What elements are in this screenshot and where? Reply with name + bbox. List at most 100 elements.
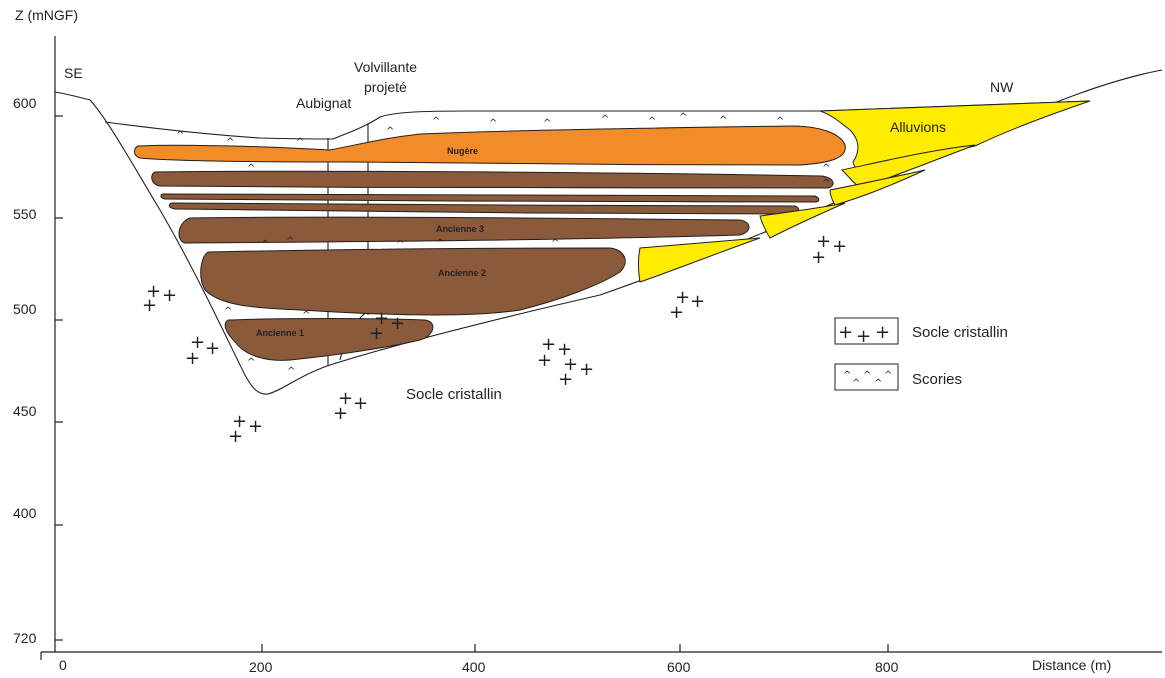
svg-text:^: ^ bbox=[386, 126, 394, 137]
svg-text:+: + bbox=[541, 334, 556, 355]
x-tick-0: 0 bbox=[59, 657, 67, 673]
svg-text:+: + bbox=[205, 338, 220, 359]
unit-label-alluvions: Alluvions bbox=[890, 119, 946, 135]
svg-text:^: ^ bbox=[874, 378, 882, 389]
orientation-se: SE bbox=[64, 65, 83, 81]
svg-text:^: ^ bbox=[296, 137, 304, 148]
svg-text:+: + bbox=[369, 323, 384, 344]
svg-text:^: ^ bbox=[648, 116, 656, 127]
borehole-label-volvillante: Volvillante bbox=[354, 59, 417, 75]
legend-scories-swatch bbox=[834, 363, 899, 391]
svg-text:+: + bbox=[557, 339, 572, 360]
svg-text:+: + bbox=[338, 388, 353, 409]
axes bbox=[40, 36, 1162, 660]
svg-text:^: ^ bbox=[601, 114, 609, 125]
svg-text:^: ^ bbox=[224, 306, 232, 317]
svg-text:+: + bbox=[537, 350, 552, 371]
orientation-nw: NW bbox=[990, 79, 1014, 95]
alluvions-wedge-3 bbox=[759, 202, 846, 239]
svg-text:^: ^ bbox=[261, 239, 269, 250]
svg-text:^: ^ bbox=[489, 118, 497, 129]
unit-ancienne-2 bbox=[200, 247, 626, 316]
borehole-label-projete: projeté bbox=[364, 79, 407, 95]
svg-text:+: + bbox=[185, 348, 200, 369]
legend-socle-label: Socle cristallin bbox=[912, 324, 1008, 341]
svg-text:+: + bbox=[816, 231, 831, 252]
unit-label-ancienne-1: Ancienne 1 bbox=[256, 328, 304, 338]
legend-scories-label: Scories bbox=[912, 371, 962, 388]
svg-text:+: + bbox=[838, 322, 853, 343]
svg-text:^: ^ bbox=[247, 163, 255, 174]
svg-text:^: ^ bbox=[843, 370, 851, 381]
borehole-label-aubignat: Aubignat bbox=[296, 95, 351, 111]
svg-text:^: ^ bbox=[396, 239, 404, 250]
y-tick-720: 720 bbox=[13, 630, 37, 646]
svg-text:+: + bbox=[563, 354, 578, 375]
y-tick-600: 600 bbox=[13, 95, 37, 111]
svg-text:+: + bbox=[875, 322, 890, 343]
unit-ancienne-3 bbox=[178, 216, 750, 244]
svg-text:^: ^ bbox=[679, 112, 687, 123]
svg-text:+: + bbox=[333, 403, 348, 424]
svg-text:+: + bbox=[669, 302, 684, 323]
svg-text:+: + bbox=[558, 369, 573, 390]
svg-text:+: + bbox=[353, 393, 368, 414]
svg-text:^: ^ bbox=[247, 357, 255, 368]
unit-ancienne-band-1 bbox=[151, 170, 834, 189]
svg-text:^: ^ bbox=[719, 115, 727, 126]
svg-text:+: + bbox=[142, 295, 157, 316]
svg-text:^: ^ bbox=[863, 370, 871, 381]
svg-text:+: + bbox=[228, 426, 243, 447]
svg-text:+: + bbox=[856, 326, 871, 347]
svg-text:^: ^ bbox=[176, 130, 184, 141]
y-tick-550: 550 bbox=[13, 206, 37, 222]
legend-socle-swatch bbox=[834, 317, 899, 345]
svg-text:^: ^ bbox=[287, 366, 295, 377]
svg-text:+: + bbox=[374, 308, 389, 329]
unit-label-ancienne-3: Ancienne 3 bbox=[436, 224, 484, 234]
x-axis-label: Distance (m) bbox=[1032, 657, 1111, 673]
x-tick-800: 800 bbox=[875, 659, 899, 675]
svg-text:^: ^ bbox=[286, 236, 294, 247]
unit-label-nugere: Nugère bbox=[447, 146, 478, 156]
svg-text:^: ^ bbox=[302, 310, 310, 321]
svg-text:+: + bbox=[675, 287, 690, 308]
svg-text:^: ^ bbox=[884, 370, 892, 381]
svg-text:^: ^ bbox=[436, 238, 444, 249]
svg-text:^: ^ bbox=[822, 163, 830, 174]
svg-text:+: + bbox=[232, 411, 247, 432]
alluvions-wedge-1 bbox=[840, 144, 976, 189]
unit-ancienne-band-3 bbox=[168, 202, 800, 215]
alluvions-main bbox=[819, 100, 1091, 177]
y-tick-400: 400 bbox=[13, 505, 37, 521]
unit-nugere bbox=[134, 125, 846, 166]
svg-text:+: + bbox=[811, 247, 826, 268]
unit-label-ancienne-2: Ancienne 2 bbox=[438, 268, 486, 278]
svg-text:+: + bbox=[248, 416, 263, 437]
svg-text:+: + bbox=[390, 313, 405, 334]
svg-text:^: ^ bbox=[226, 137, 234, 148]
svg-text:+: + bbox=[162, 285, 177, 306]
svg-text:^: ^ bbox=[852, 378, 860, 389]
unit-ancienne-1 bbox=[224, 318, 434, 361]
alluvions-wedge-2 bbox=[829, 169, 926, 206]
x-tick-200: 200 bbox=[249, 659, 273, 675]
socle-markers: +++ +++ +++ +++ +++ +++ +++ +++ +++ bbox=[142, 231, 847, 447]
svg-text:^: ^ bbox=[822, 178, 830, 189]
unit-ancienne-band-2 bbox=[160, 193, 820, 203]
y-tick-500: 500 bbox=[13, 301, 37, 317]
x-tick-600: 600 bbox=[667, 659, 691, 675]
svg-text:+: + bbox=[690, 291, 705, 312]
x-tick-400: 400 bbox=[462, 659, 486, 675]
svg-text:+: + bbox=[190, 332, 205, 353]
svg-text:+: + bbox=[146, 281, 161, 302]
scories-markers: ^ ^ ^ ^ ^ ^ ^ ^ ^ ^ ^ ^ ^ ^ ^ ^ ^ ^ ^ ^ … bbox=[176, 112, 830, 377]
svg-text:^: ^ bbox=[551, 238, 559, 249]
y-tick-450: 450 bbox=[13, 403, 37, 419]
svg-text:^: ^ bbox=[432, 116, 440, 127]
unit-label-socle: Socle cristallin bbox=[406, 386, 502, 403]
svg-text:+: + bbox=[579, 359, 594, 380]
alluvions-wedge-4 bbox=[638, 237, 761, 283]
y-axis-label: Z (mNGF) bbox=[15, 7, 78, 23]
